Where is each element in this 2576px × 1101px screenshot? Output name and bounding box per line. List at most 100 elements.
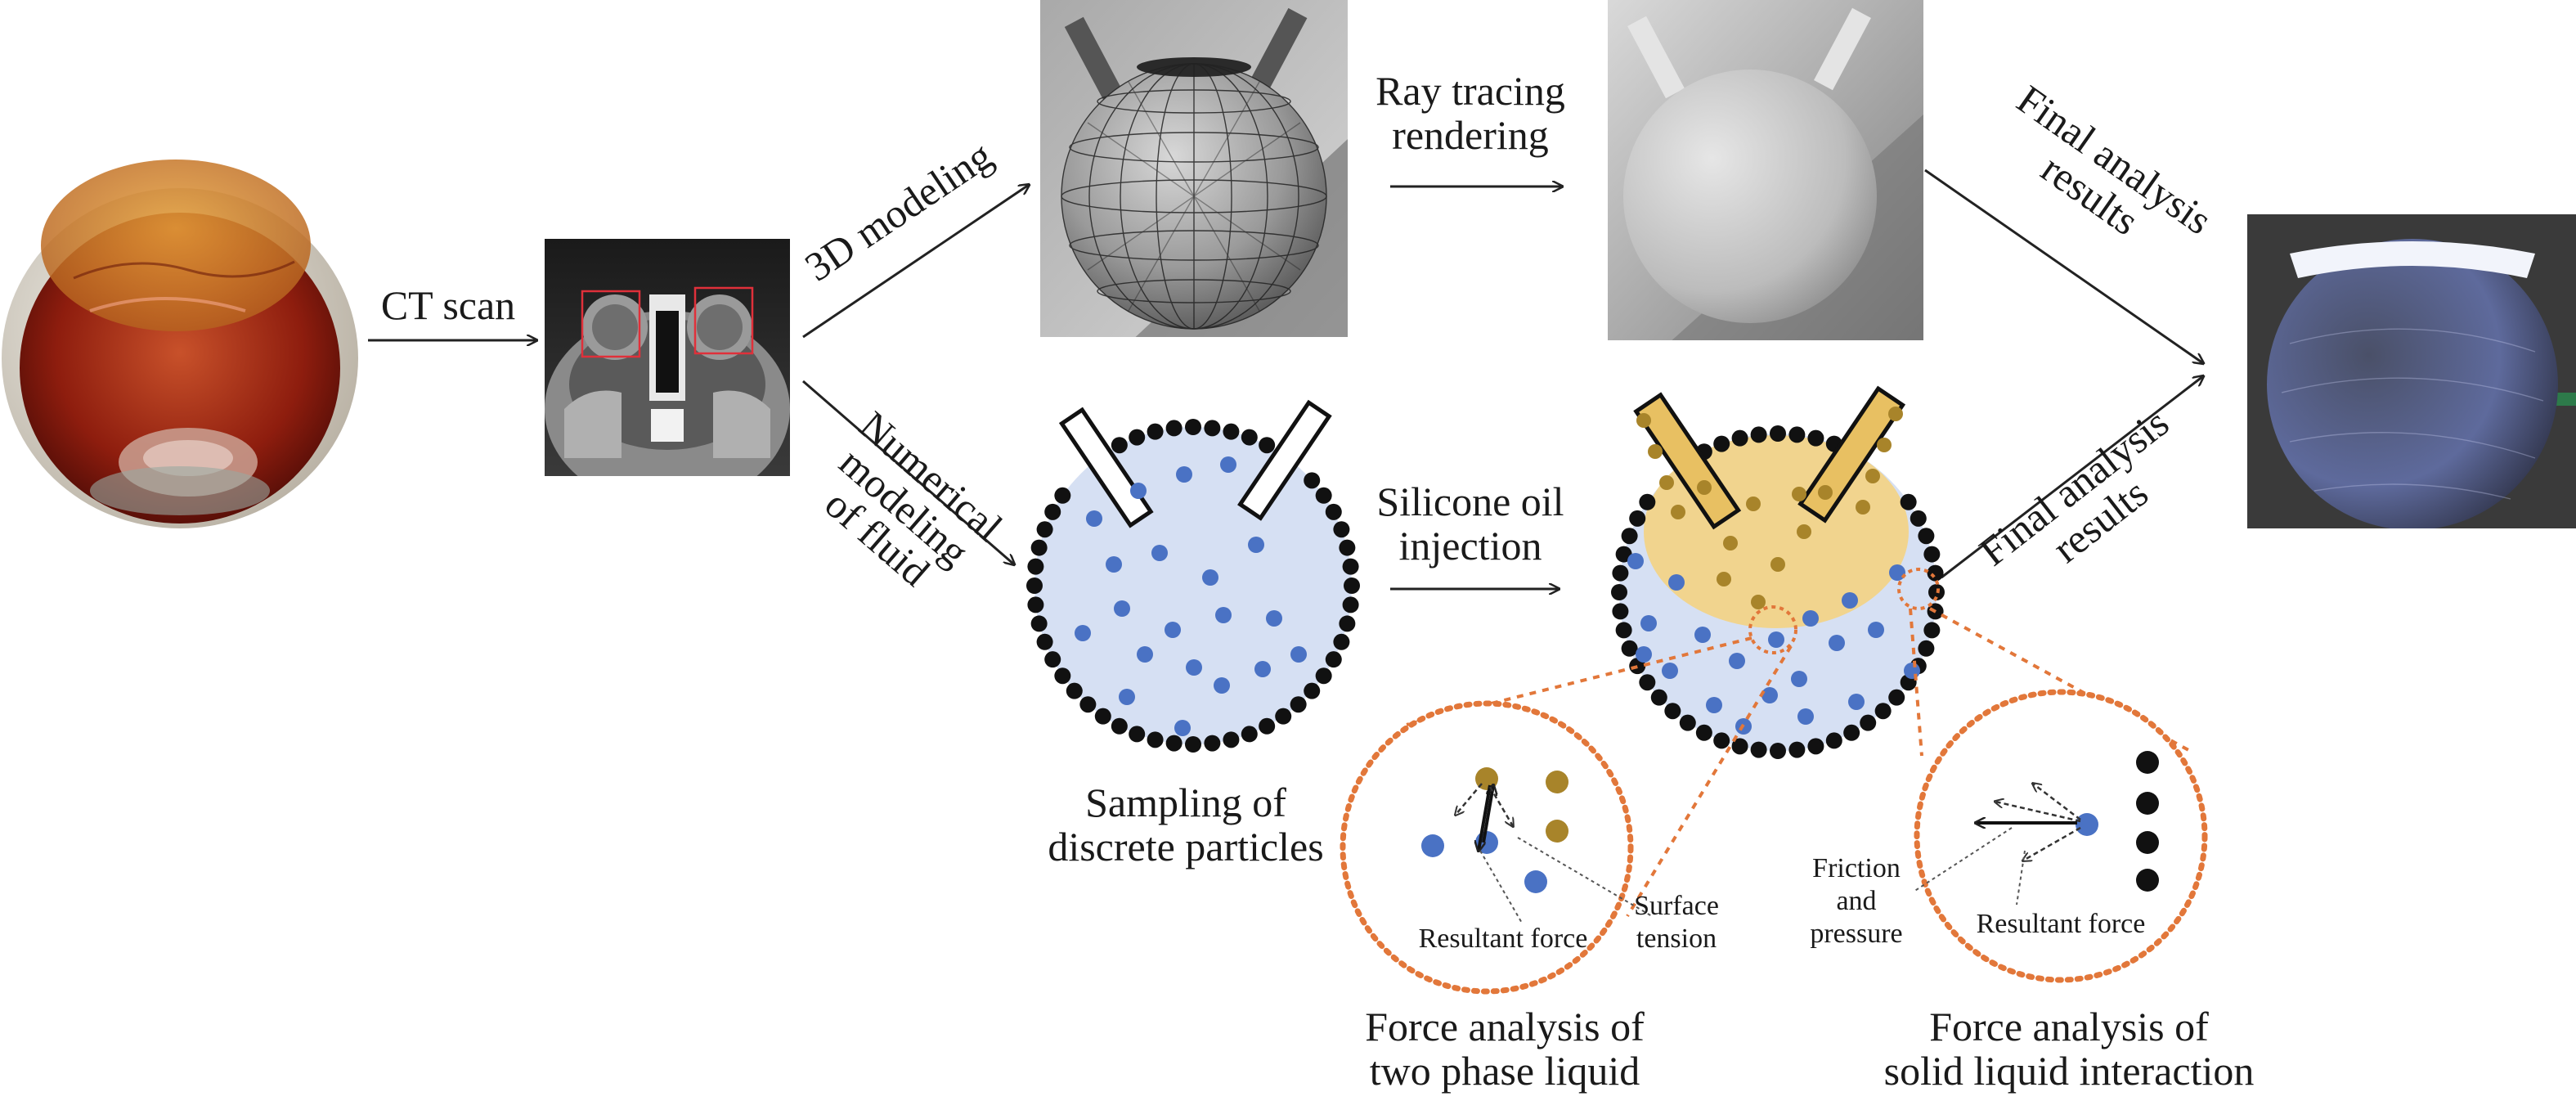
final-results-top-arrow xyxy=(1924,169,2203,363)
boundary-particle xyxy=(1650,689,1667,706)
force-vectors xyxy=(1976,784,2081,861)
boundary-particle xyxy=(1204,420,1221,437)
mesh-grid xyxy=(1061,63,1327,330)
boundary-particle xyxy=(1223,731,1240,748)
water-particle xyxy=(1668,574,1685,591)
zoom-source-interface xyxy=(1748,605,1797,654)
water-particle xyxy=(1186,659,1202,676)
boundary-particle xyxy=(1621,640,1638,657)
boundary-particle xyxy=(1129,429,1146,446)
boundary-particle xyxy=(1223,423,1240,440)
water-particle xyxy=(1266,610,1282,627)
boundary-particle xyxy=(1695,724,1712,741)
zoom-solid-liquid: Friction and pressure Resultant force xyxy=(1810,689,2208,983)
boundary-particle xyxy=(1888,689,1905,706)
boundary-particles xyxy=(1026,419,1360,753)
water-particle xyxy=(1290,646,1307,663)
boundary-particle xyxy=(1788,741,1806,758)
boundary-particle xyxy=(1204,735,1221,752)
boundary-particle xyxy=(1304,682,1321,699)
water-particle xyxy=(1761,687,1778,703)
boundary-particle xyxy=(1147,731,1164,748)
friction-line1: Friction xyxy=(1812,853,1901,883)
water-particle xyxy=(1248,537,1264,553)
water-particle xyxy=(1176,466,1192,483)
ct-scan-label: CT scan xyxy=(381,282,515,328)
boundary-particle xyxy=(1339,539,1356,556)
boundary-particles xyxy=(1611,425,1945,759)
boundary-particle xyxy=(1731,429,1748,447)
resultant-force-label-left: Resultant force xyxy=(1419,923,1588,954)
oil-particle xyxy=(1746,497,1761,511)
boundary-particle xyxy=(1333,521,1350,538)
friction-line3: pressure xyxy=(1810,919,1902,949)
water-particle xyxy=(1662,663,1678,679)
numerical-modeling-arrow xyxy=(802,380,1014,564)
boundary-particle xyxy=(1165,420,1183,437)
oil-particle xyxy=(1723,536,1738,550)
boundary-particle xyxy=(1026,577,1043,594)
boundary-particle xyxy=(1807,738,1824,755)
water-particle xyxy=(1086,510,1102,527)
rendered-model-image xyxy=(1608,0,1923,340)
oil-particle xyxy=(1751,595,1766,609)
boundary-particle xyxy=(1044,651,1061,668)
water-particle xyxy=(1151,545,1168,561)
boundary-particle xyxy=(1910,510,1927,527)
boundary-particle xyxy=(1275,708,1292,725)
boundary-particle xyxy=(1030,615,1048,632)
silicone-label-line2: injection xyxy=(1399,523,1542,568)
water-particle xyxy=(1215,607,1232,623)
zoom-two-phase: Resultant force Surface tension xyxy=(1340,700,1719,995)
ray-tracing-label-line1: Ray tracing xyxy=(1376,68,1565,114)
boundary-particle xyxy=(1731,738,1748,755)
surface-tension-line2: tension xyxy=(1636,923,1717,954)
boundary-particle xyxy=(1290,696,1307,713)
water-particle xyxy=(1829,635,1845,651)
resultant-force-label-right: Resultant force xyxy=(1977,909,2146,939)
water-particle xyxy=(1842,592,1858,609)
boundary-particle xyxy=(1036,633,1053,650)
water-particle xyxy=(1220,456,1236,473)
water-particle xyxy=(1130,483,1147,499)
boundary-particle xyxy=(1066,682,1083,699)
water-particle xyxy=(1174,720,1191,736)
boundary-particle xyxy=(1325,651,1342,668)
leader-lines xyxy=(1479,837,1653,925)
nozzle-left-filled xyxy=(1633,392,1742,530)
boundary-particle xyxy=(1860,714,1877,731)
water-particle xyxy=(1640,615,1657,631)
boundary-particle xyxy=(1843,724,1860,741)
force-solid-line1: Force analysis of xyxy=(1929,1004,2209,1049)
boundary-particle xyxy=(1750,741,1767,758)
boundary-particle xyxy=(1788,426,1806,443)
oil-particle xyxy=(1877,438,1892,452)
water-particle xyxy=(1524,870,1547,893)
sampling-label-line1: Sampling of xyxy=(1085,780,1286,825)
boundary-particle xyxy=(1030,539,1048,556)
leader-lines xyxy=(1913,827,2026,906)
water-particle xyxy=(1627,553,1644,569)
eye-illustration xyxy=(2,160,358,528)
water-particle xyxy=(1791,671,1807,687)
water-particle xyxy=(1214,677,1230,694)
boundary-particle xyxy=(1185,419,1201,435)
boundary-particle xyxy=(1612,603,1629,620)
boundary-particle xyxy=(1923,546,1941,563)
oil-particle xyxy=(1546,771,1568,793)
water-particle xyxy=(1114,600,1130,617)
final-result-image xyxy=(2247,214,2576,528)
zoom-source-wall xyxy=(1897,568,1940,610)
numerical-modeling-label: Numerical modeling of fluid xyxy=(816,402,1011,595)
boundary-particle xyxy=(1807,429,1824,447)
oil-particle xyxy=(1856,500,1870,515)
boundary-particle xyxy=(1129,726,1146,743)
boundary-particle xyxy=(1918,528,1935,545)
boundary-particle xyxy=(1111,717,1128,735)
oil-particle xyxy=(1636,413,1651,428)
3d-modeling-arrow xyxy=(802,185,1029,339)
boundary-particle xyxy=(1259,437,1276,454)
water-particle xyxy=(1848,694,1865,710)
silicone-label-line1: Silicone oil xyxy=(1376,479,1564,524)
